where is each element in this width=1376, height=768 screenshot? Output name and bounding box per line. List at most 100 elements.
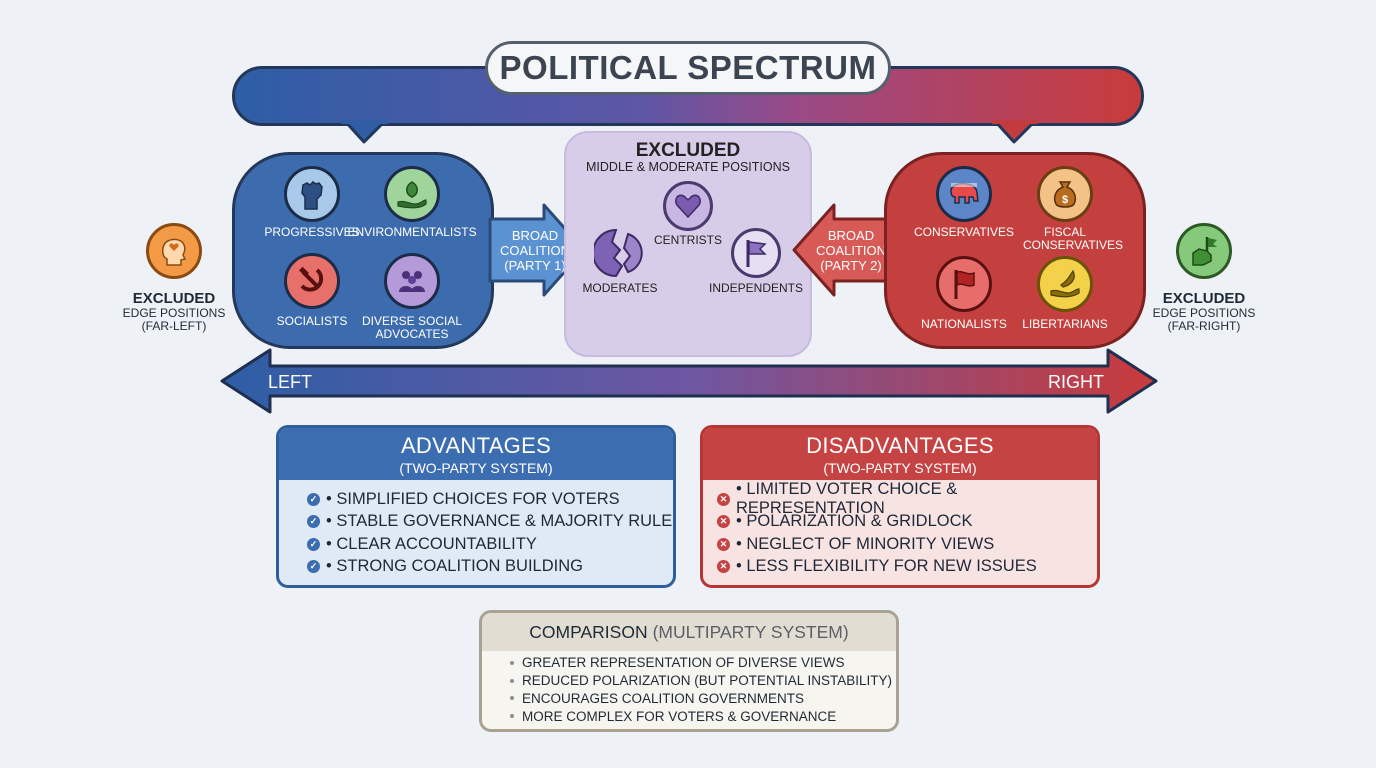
coalition-word-2: COALITION <box>499 243 571 258</box>
split-circle-icon <box>594 228 643 278</box>
list-item-text: • LESS FLEXIBILITY FOR NEW ISSUES <box>736 557 1037 576</box>
x-icon: ✕ <box>717 515 730 529</box>
comparison-title: COMPARISON <box>529 621 648 642</box>
group-socialists: SOCIALISTS <box>252 253 372 328</box>
comparison-subtitle: (MULTIPARTY SYSTEM) <box>652 621 849 642</box>
axis-left-label: LEFT <box>268 372 313 392</box>
x-icon: ✕ <box>717 492 730 506</box>
hand-flag-icon <box>1176 223 1232 279</box>
group-progressives: PROGRESSIVES <box>252 166 372 239</box>
centrists-label: CENTRISTS <box>653 233 722 247</box>
group-label: NATIONALISTS <box>921 317 1007 331</box>
spectrum-axis-arrow <box>220 348 1158 414</box>
group-label: DIVERSE SOCIAL ADVOCATES <box>361 314 463 341</box>
x-icon: ✕ <box>717 537 730 551</box>
check-icon: ✓ <box>307 560 320 574</box>
independents-label: INDEPENDENTS <box>708 281 803 295</box>
list-item-text: • LIMITED VOTER CHOICE & REPRESENTATION <box>736 480 958 518</box>
group-label: PROGRESSIVES <box>264 225 360 239</box>
list-item-text: MORE COMPLEX FOR VOTERS & GOVERNANCE <box>522 708 837 724</box>
list-item: ✕ • NEGLECT OF MINORITY VIEWS <box>717 533 1097 556</box>
coalition-word-3: (PARTY 2) <box>820 258 882 273</box>
group-environmentalists: ENVIRONMENTALISTS <box>347 166 477 239</box>
edge-left-title: EXCLUDED <box>132 290 216 307</box>
right-coalition-bubble <box>884 152 1146 349</box>
list-item: ✓ • STABLE GOVERNANCE & MAJORITY RULE <box>307 511 673 534</box>
coalition-word-3: (PARTY 1) <box>504 258 566 273</box>
check-icon: ✓ <box>307 537 320 551</box>
list-item-text: • POLARIZATION & GRIDLOCK <box>736 512 973 531</box>
edge-left-line1: EDGE POSITIONS <box>122 306 226 320</box>
comparison-panel: COMPARISON (MULTIPARTY SYSTEM) GREATER R… <box>479 610 899 732</box>
middle-title: EXCLUDED <box>635 140 741 161</box>
list-item: ENCOURAGES COALITION GOVERNMENTS <box>510 690 896 708</box>
bullet-dot <box>510 696 514 701</box>
excluded-far-right: EXCLUDED EDGE POSITIONS (FAR-RIGHT) <box>1134 290 1274 333</box>
list-item: ✓ • SIMPLIFIED CHOICES FOR VOTERS <box>307 488 673 511</box>
bullet-dot <box>510 660 514 665</box>
banner-pointer-right <box>992 120 1038 144</box>
white-flag-icon <box>731 228 781 278</box>
list-item-text: • STABLE GOVERNANCE & MAJORITY RULE <box>326 512 673 531</box>
group-label: ENVIRONMENTALISTS <box>347 225 477 239</box>
list-item: GREATER REPRESENTATION OF DIVERSE VIEWS <box>510 654 896 672</box>
group-label: SOCIALISTS <box>276 314 348 328</box>
list-item-text: • STRONG COALITION BUILDING <box>326 557 583 576</box>
group-label: CONSERVATIVES <box>913 225 1015 239</box>
head-heart-icon <box>146 223 202 279</box>
bullet-dot <box>510 714 514 719</box>
list-item: REDUCED POLARIZATION (BUT POTENTIAL INST… <box>510 672 896 690</box>
x-icon: ✕ <box>717 560 730 574</box>
comparison-header: COMPARISON (MULTIPARTY SYSTEM) <box>482 613 896 651</box>
bullet-dot <box>510 678 514 683</box>
list-item-text: GREATER REPRESENTATION OF DIVERSE VIEWS <box>522 655 845 671</box>
advantages-header: ADVANTAGES (TWO-PARTY SYSTEM) <box>279 428 673 480</box>
list-item: ✓ • CLEAR ACCOUNTABILITY <box>307 533 673 556</box>
list-item: ✕ • LESS FLEXIBILITY FOR NEW ISSUES <box>717 556 1097 579</box>
edge-left-line2: (FAR-LEFT) <box>141 319 207 333</box>
advantages-list: ✓ • SIMPLIFIED CHOICES FOR VOTERS ✓ • STAB… <box>279 480 673 578</box>
check-icon: ✓ <box>307 492 320 506</box>
list-item-text: ENCOURAGES COALITION GOVERNMENTS <box>522 690 805 706</box>
money-bag-icon: $ <box>1037 166 1093 222</box>
svg-text:$: $ <box>1062 194 1068 206</box>
disadvantages-title: DISADVANTAGES <box>806 432 994 458</box>
advantages-title: ADVANTAGES <box>400 432 552 458</box>
page-title: POLITICAL SPECTRUM <box>485 41 891 95</box>
list-item: ✓ • STRONG COALITION BUILDING <box>307 556 673 579</box>
list-item-text: • SIMPLIFIED CHOICES FOR VOTERS <box>326 489 620 508</box>
group-libertarians: LIBERTARIANS <box>1005 256 1125 331</box>
elephant-icon <box>936 166 992 222</box>
disadvantages-list: ✕ • LIMITED VOTER CHOICE & REPRESENTATION… <box>703 480 1097 578</box>
advantages-panel: ADVANTAGES (TWO-PARTY SYSTEM) ✓ • SIMPLIF… <box>276 425 676 588</box>
list-item: ✕ • POLARIZATION & GRIDLOCK <box>717 511 1097 534</box>
heart-icon <box>663 181 713 231</box>
disadvantages-panel: DISADVANTAGES (TWO-PARTY SYSTEM) ✕• LIMI… <box>700 425 1100 588</box>
axis-right-label: RIGHT <box>1048 372 1104 392</box>
hand-feather-icon <box>1037 256 1093 312</box>
moderates-label: MODERATES <box>582 281 658 295</box>
edge-right-line2: (FAR-RIGHT) <box>1167 319 1241 333</box>
list-item-text: • NEGLECT OF MINORITY VIEWS <box>736 534 995 553</box>
coalition-label-party2: BROAD COALITION (PARTY 2) <box>808 228 894 273</box>
group-label: FISCAL CONSERVATIVES <box>1023 225 1124 252</box>
check-icon: ✓ <box>307 515 320 529</box>
coalition-word-1: BROAD <box>827 228 875 243</box>
list-item-text: • CLEAR ACCOUNTABILITY <box>326 534 537 553</box>
group-nationalists: NATIONALISTS <box>904 256 1024 331</box>
comparison-list: GREATER REPRESENTATION OF DIVERSE VIEWS … <box>482 651 896 725</box>
edge-right-title: EXCLUDED <box>1162 290 1246 307</box>
list-item-text: REDUCED POLARIZATION (BUT POTENTIAL INST… <box>522 673 893 689</box>
coalition-arrow-right <box>792 203 890 297</box>
middle-subtitle: MIDDLE & MODERATE POSITIONS <box>586 160 790 174</box>
hammer-sickle-icon <box>284 253 340 309</box>
edge-right-line1: EDGE POSITIONS <box>1152 306 1256 320</box>
list-item: ✕ • LIMITED VOTER CHOICE & REPRESENTATION <box>717 480 1097 517</box>
people-group-icon <box>384 253 440 309</box>
excluded-far-left: EXCLUDED EDGE POSITIONS (FAR-LEFT) <box>104 290 244 333</box>
coalition-label-party1: BROAD COALITION (PARTY 1) <box>492 228 578 273</box>
coalition-word-2: COALITION <box>815 243 887 258</box>
banner-pointer-left <box>342 120 388 144</box>
group-diverse-social-advocates: DIVERSE SOCIAL ADVOCATES <box>352 253 472 341</box>
leaf-hand-icon <box>384 166 440 222</box>
